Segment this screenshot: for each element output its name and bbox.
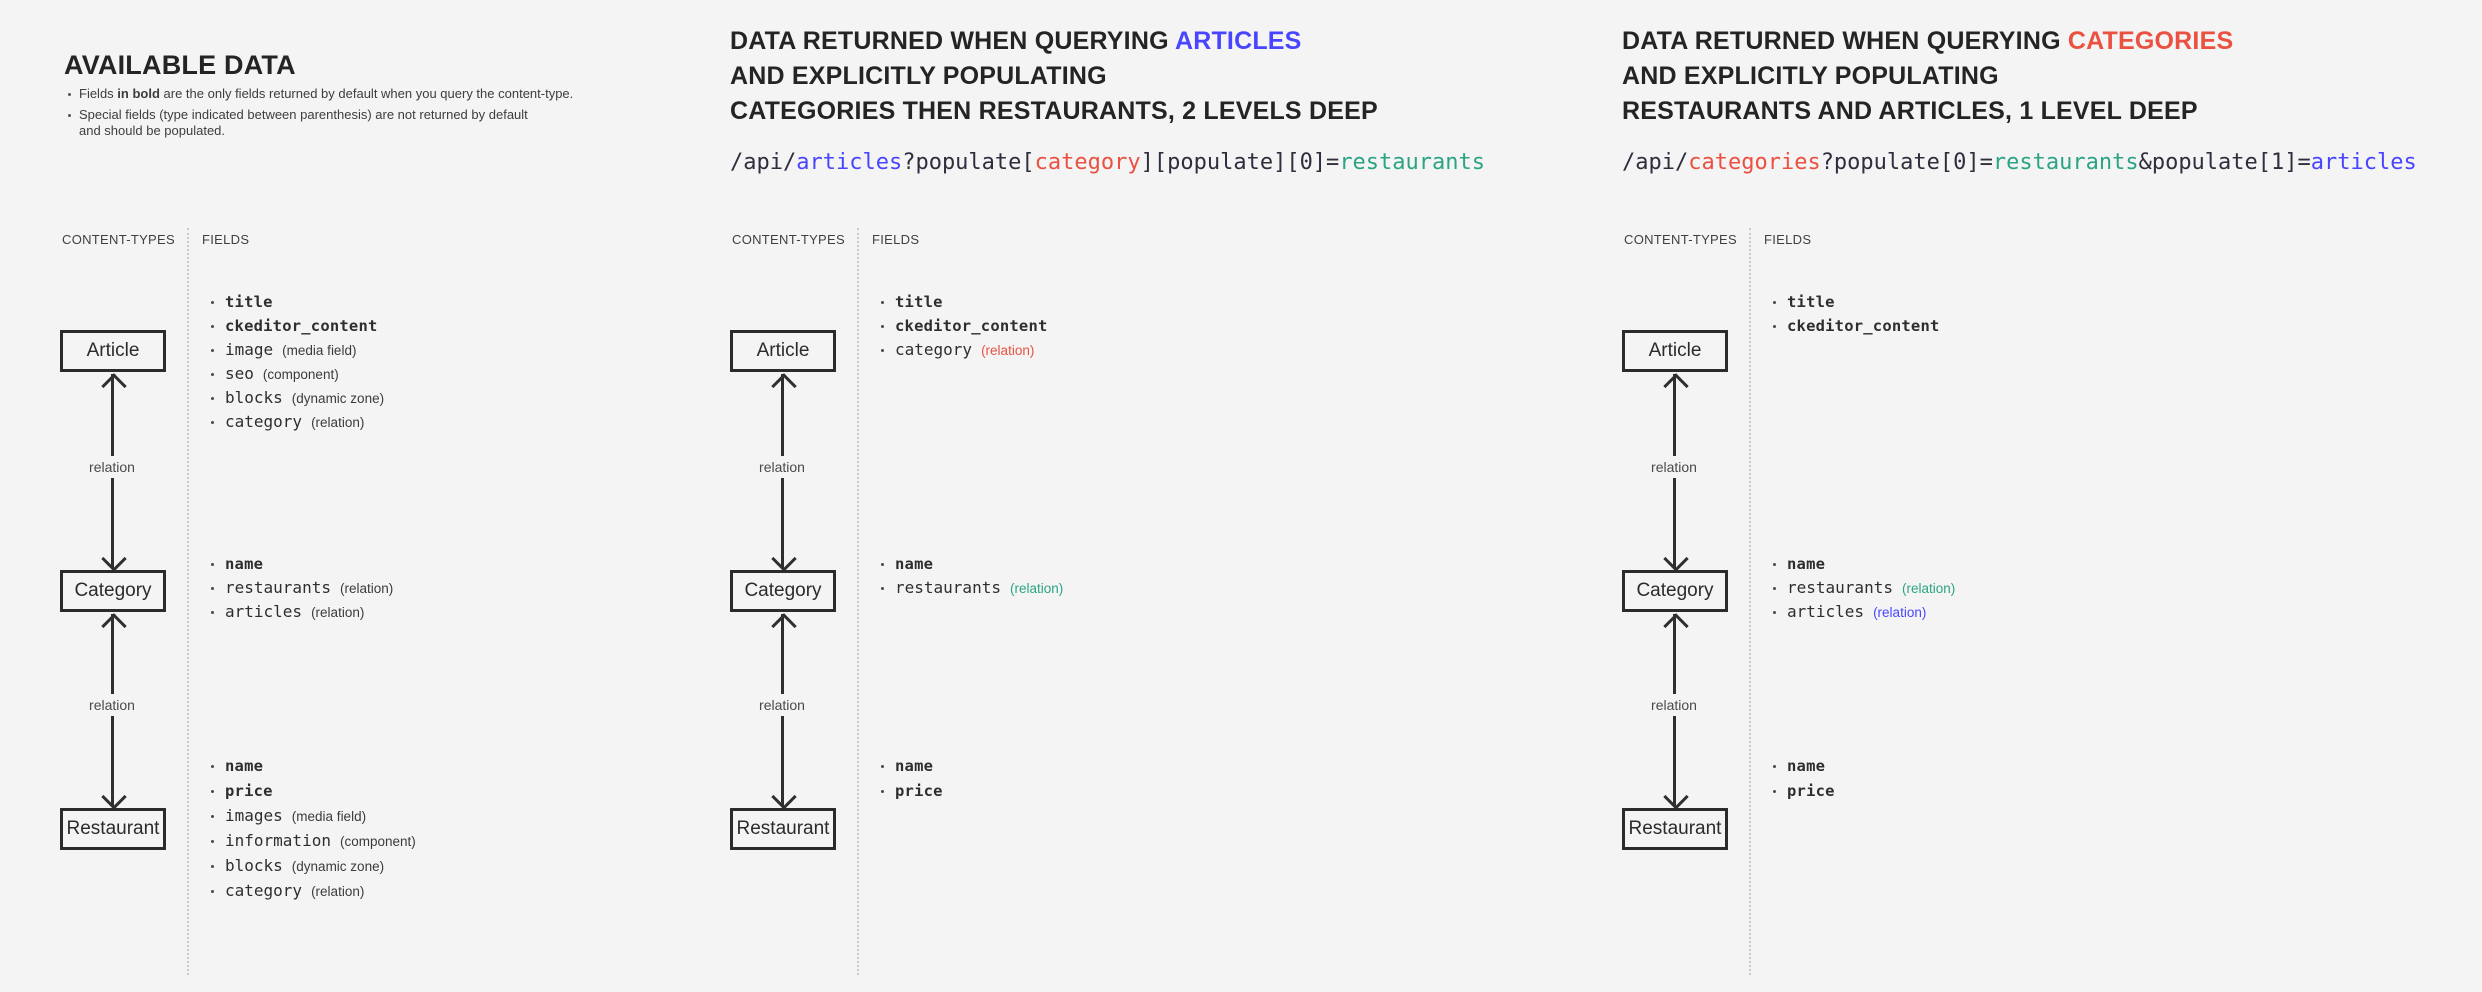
arrowhead-down-icon — [771, 546, 797, 572]
field-row: category(relation) — [208, 880, 416, 905]
field-row: restaurants(relation) — [1770, 577, 1955, 601]
content-type-box-article: Article — [730, 330, 836, 372]
arrowhead-up-icon — [1663, 373, 1689, 399]
relation-label: relation — [742, 694, 822, 716]
fields-list-article: title ckeditor_content category(relation… — [878, 291, 1048, 363]
content-type-box-category: Category — [1622, 570, 1728, 612]
heading-line: RESTAURANTS AND ARTICLES, 1 LEVEL DEEP — [1622, 97, 2198, 125]
note-item: Fields in bold are the only fields retur… — [66, 86, 626, 102]
column-header-fields: FIELDS — [202, 232, 250, 247]
field-row: price — [878, 780, 943, 805]
field-row: ckeditor_content — [1770, 315, 1940, 339]
content-type-box-category: Category — [730, 570, 836, 612]
api-url: /api/categories?populate[0]=restaurants&… — [1622, 150, 2417, 175]
field-row: information(component) — [208, 830, 416, 855]
fields-list-restaurant: name price — [1770, 755, 1835, 805]
arrowhead-up-icon — [1663, 613, 1689, 639]
column-divider — [857, 228, 859, 975]
arrowhead-up-icon — [771, 613, 797, 639]
field-row: category(relation) — [878, 339, 1048, 363]
content-type-box-category: Category — [60, 570, 166, 612]
arrowhead-down-icon — [1663, 546, 1689, 572]
field-row: blocks(dynamic zone) — [208, 387, 384, 411]
field-row: name — [1770, 553, 1955, 577]
relation-label: relation — [72, 456, 152, 478]
column-divider — [187, 228, 189, 975]
relation-label: relation — [742, 456, 822, 478]
notes-list: Fields in bold are the only fields retur… — [66, 86, 626, 144]
fields-list-restaurant: name price — [878, 755, 943, 805]
heading-line: AND EXPLICITLY POPULATING — [730, 62, 1107, 90]
column-divider — [1749, 228, 1751, 975]
fields-list-restaurant: name price images(media field) informati… — [208, 755, 416, 905]
column-header-content-types: CONTENT-TYPES — [1624, 232, 1737, 247]
field-row: title — [1770, 291, 1940, 315]
field-row: name — [208, 755, 416, 780]
field-row: seo(component) — [208, 363, 384, 387]
field-row: name — [208, 553, 393, 577]
arrowhead-down-icon — [771, 784, 797, 810]
field-row: price — [1770, 780, 1835, 805]
column-header-fields: FIELDS — [1764, 232, 1812, 247]
fields-list-category: name restaurants(relation) articles(rela… — [1770, 553, 1955, 625]
content-type-box-article: Article — [60, 330, 166, 372]
arrowhead-up-icon — [771, 373, 797, 399]
api-url: /api/articles?populate[category][populat… — [730, 150, 1486, 175]
panel-query-articles: DATA RETURNED WHEN QUERYING ARTICLES AND… — [730, 0, 1600, 992]
arrowhead-down-icon — [101, 546, 127, 572]
heading-line: CATEGORIES THEN RESTAURANTS, 2 LEVELS DE… — [730, 97, 1378, 125]
column-header-content-types: CONTENT-TYPES — [62, 232, 175, 247]
relation-label: relation — [1634, 694, 1714, 716]
heading-line: DATA RETURNED WHEN QUERYING ARTICLES — [730, 27, 1302, 55]
field-row: restaurants(relation) — [878, 577, 1063, 601]
field-row: name — [878, 755, 943, 780]
field-row: ckeditor_content — [208, 315, 384, 339]
field-row: name — [878, 553, 1063, 577]
field-row: title — [878, 291, 1048, 315]
fields-list-category: name restaurants(relation) — [878, 553, 1063, 601]
field-row: restaurants(relation) — [208, 577, 393, 601]
arrowhead-up-icon — [101, 613, 127, 639]
panel-heading: DATA RETURNED WHEN QUERYING ARTICLES AND… — [730, 24, 1378, 129]
fields-list-article: title ckeditor_content — [1770, 291, 1940, 339]
field-row: name — [1770, 755, 1835, 780]
panel-available-data: AVAILABLE DATA Fields in bold are the on… — [60, 0, 710, 992]
content-type-box-restaurant: Restaurant — [1622, 808, 1728, 850]
field-row: articles(relation) — [208, 601, 393, 625]
column-header-content-types: CONTENT-TYPES — [732, 232, 845, 247]
fields-list-category: name restaurants(relation) articles(rela… — [208, 553, 393, 625]
content-type-box-article: Article — [1622, 330, 1728, 372]
content-type-box-restaurant: Restaurant — [730, 808, 836, 850]
relation-label: relation — [72, 694, 152, 716]
fields-list-article: title ckeditor_content image(media field… — [208, 291, 384, 435]
content-type-box-restaurant: Restaurant — [60, 808, 166, 850]
panel-query-categories: DATA RETURNED WHEN QUERYING CATEGORIES A… — [1622, 0, 2482, 992]
heading-line: AND EXPLICITLY POPULATING — [1622, 62, 1999, 90]
relation-label: relation — [1634, 456, 1714, 478]
field-row: price — [208, 780, 416, 805]
page-title: AVAILABLE DATA — [64, 50, 296, 81]
arrowhead-down-icon — [101, 784, 127, 810]
field-row: articles(relation) — [1770, 601, 1955, 625]
panel-heading: DATA RETURNED WHEN QUERYING CATEGORIES A… — [1622, 24, 2233, 129]
arrowhead-up-icon — [101, 373, 127, 399]
note-item: Special fields (type indicated between p… — [66, 107, 626, 139]
heading-line: DATA RETURNED WHEN QUERYING CATEGORIES — [1622, 27, 2234, 55]
field-row: title — [208, 291, 384, 315]
field-row: category(relation) — [208, 411, 384, 435]
field-row: ckeditor_content — [878, 315, 1048, 339]
field-row: blocks(dynamic zone) — [208, 855, 416, 880]
field-row: image(media field) — [208, 339, 384, 363]
column-header-fields: FIELDS — [872, 232, 920, 247]
arrowhead-down-icon — [1663, 784, 1689, 810]
field-row: images(media field) — [208, 805, 416, 830]
